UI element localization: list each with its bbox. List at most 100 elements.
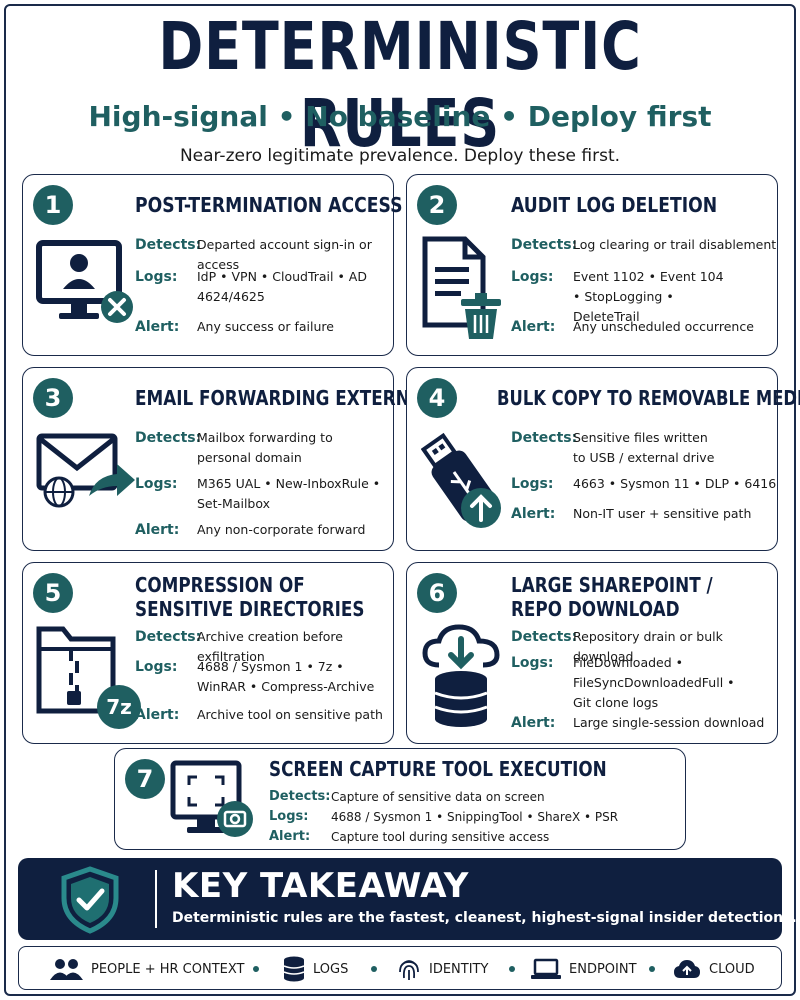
detects-label: Detects: [135,430,202,446]
footer-separator-dot [509,966,515,972]
footer-label: ENDPOINT [569,961,637,977]
detects-label: Detects: [511,430,578,446]
alert-label: Alert: [269,829,311,844]
alert-value: Large single-session download [573,715,765,730]
logs-label: Logs: [511,655,554,671]
zip-folder-icon [36,626,116,714]
footer-label: CLOUD [709,961,755,977]
detects-label: Detects: [135,629,202,645]
alert-value: Any non-corporate forward [197,522,366,537]
rule-title: LARGE SHAREPOINT / REPO DOWNLOAD [511,573,713,621]
people-icon [50,959,83,980]
footer-item-people: PEOPLE + HR CONTEXT [49,947,245,991]
rule-number-badge: 3 [33,378,73,418]
detects-value: Archive creation before exfiltration [197,629,343,664]
alert-value: Archive tool on sensitive path [197,707,383,722]
rule-title: BULK COPY TO REMOVABLE MEDIA [497,386,800,410]
page-frame [4,4,796,996]
detects-value: Mailbox forwarding to personal domain [197,430,333,465]
footer-item-logs: LOGS [283,947,348,991]
page-tagline: Near-zero legitimate prevalence. Deploy … [179,146,621,166]
cloud-icon [674,960,700,978]
alert-label: Alert: [135,707,180,723]
rule-card-large-download: 6 LARGE SHAREPOINT / REPO DOWNLOAD Detec… [406,562,778,744]
footer-separator-dot [253,966,259,972]
logs-value: 4688 / Sysmon 1 • 7z • WinRAR • Compress… [197,659,375,694]
rule-number-badge: 4 [417,378,457,418]
footer-item-cloud: CLOUD [673,947,755,991]
detects-label: Detects: [135,237,202,253]
monitor-camera-icon [170,760,253,837]
detects-label: Detects: [511,237,578,253]
logs-label: Logs: [135,659,178,675]
rule-card-post-termination: 1 POST-TERMINATION ACCESS Detects: Depar… [22,174,403,356]
logs-value: 4663 • Sysmon 11 • DLP • 6416 [573,476,777,491]
rule-number-badge: 1 [33,185,73,225]
logs-value: IdP • VPN • CloudTrail • AD 4624/4625 [197,269,367,304]
rule-number-badge: 6 [417,573,457,613]
rule-number-badge: 5 [33,573,73,613]
detects-value: Log clearing or trail disablement [573,237,777,252]
envelope-forward-icon [36,433,135,508]
logs-value: 4688 / Sysmon 1 • SnippingTool • ShareX … [331,810,619,824]
rule-number-badge: 2 [417,185,457,225]
seven-zip-badge: 7z [97,685,141,729]
takeaway-title: KEY TAKEAWAY [172,866,469,906]
alert-label: Alert: [511,506,556,522]
takeaway-text: Deterministic rules are the fastest, cle… [172,910,797,926]
logs-label: Logs: [511,476,554,492]
rule-card-compression: 5 COMPRESSION OF SENSITIVE DIRECTORIES 7… [22,562,394,744]
rule-title: SCREEN CAPTURE TOOL EXECUTION [269,757,607,781]
footer-separator-dot [649,966,655,972]
document-trash-icon [422,236,501,339]
detects-value: Repository drain or bulk download [573,629,723,664]
logs-label: Logs: [135,476,178,492]
rule-card-audit-log-deletion: 2 AUDIT LOG DELETION Detects: Log cleari… [406,174,778,356]
rule-title-line-1: LARGE SHAREPOINT / [511,573,713,597]
rule-title: EMAIL FORWARDING EXTERNAL [135,386,434,410]
logs-value: M365 UAL • New-InboxRule • Set-Mailbox [197,476,381,511]
shield-check-icon [61,866,119,934]
detects-label: Detects: [269,789,331,804]
logs-label: Logs: [135,269,178,285]
logs-value: Event 1102 • Event 104 • StopLogging • D… [573,269,724,324]
logs-label: Logs: [269,809,309,824]
laptop-icon [531,958,561,979]
monitor-user-x-icon [36,240,133,323]
alert-label: Alert: [135,522,180,538]
rule-title-line-2: REPO DOWNLOAD [511,597,680,621]
fingerprint-icon [399,960,419,980]
alert-value: Non-IT user + sensitive path [573,506,752,521]
page-subtitle: High-signal • No baseline • Deploy first [88,100,712,133]
alert-label: Alert: [511,715,556,731]
page-title: DETERMINISTIC RULES [158,8,642,162]
rule-card-bulk-copy-removable: 4 BULK COPY TO REMOVABLE MEDIA Detects: … [406,367,800,551]
database-icon [283,956,305,982]
footer-item-identity: IDENTITY [397,947,488,991]
footer-separator-dot [371,966,377,972]
alert-label: Alert: [135,319,180,335]
usb-drive-upload-icon [421,432,501,528]
logs-label: Logs: [511,269,554,285]
detects-label: Detects: [511,629,578,645]
detects-value: Departed account sign-in or access [197,237,372,272]
footer-label: PEOPLE + HR CONTEXT [91,961,245,977]
footer-label: IDENTITY [429,961,489,977]
logs-value: FileDownloaded • FileSyncDownloadedFull … [573,655,735,710]
rule-number-badge: 7 [125,759,165,799]
rule-title: AUDIT LOG DELETION [511,193,718,217]
alert-value: Any success or failure [197,319,334,334]
footer-bar: PEOPLE + HR CONTEXT LOGS IDENTITY ENDPOI… [18,946,782,990]
key-takeaway-banner: KEY TAKEAWAY Deterministic rules are the… [18,858,797,940]
footer-item-endpoint: ENDPOINT [531,947,637,991]
detects-value: Sensitive files written to USB / externa… [573,430,715,465]
alert-value: Any unscheduled occurrence [573,319,754,334]
footer-label: LOGS [313,961,349,977]
rule-title-line-1: COMPRESSION OF [135,573,305,597]
rule-title: POST-TERMINATION ACCESS [135,193,403,217]
alert-label: Alert: [511,319,556,335]
takeaway-divider [155,870,157,928]
alert-value: Capture tool during sensitive access [331,830,550,844]
rule-card-screen-capture: 7 SCREEN CAPTURE TOOL EXECUTION Detects:… [114,748,686,850]
cloud-download-database-icon [422,624,500,727]
